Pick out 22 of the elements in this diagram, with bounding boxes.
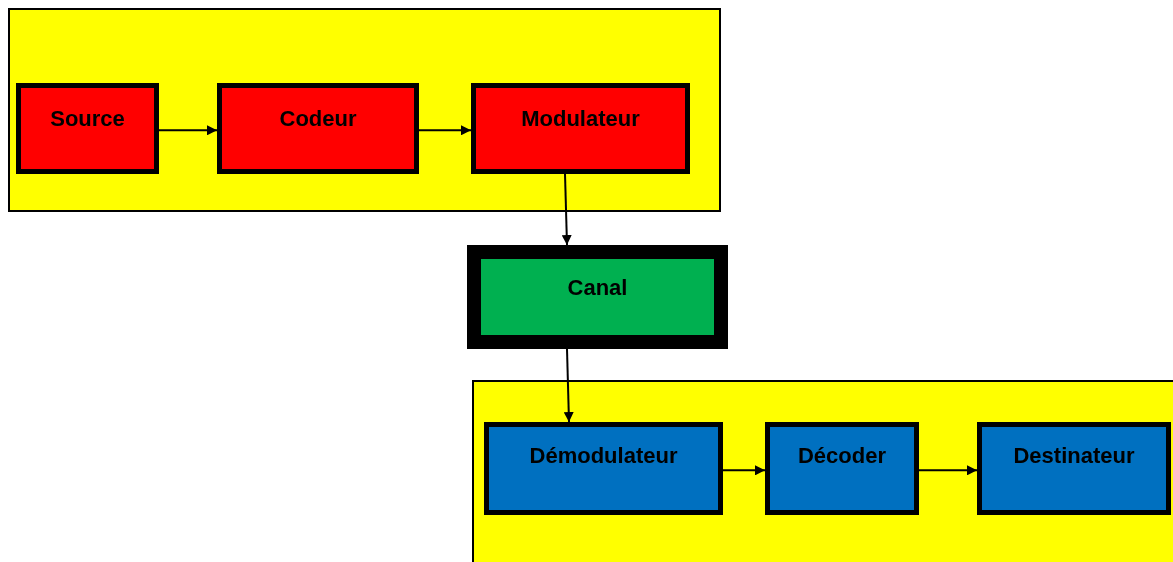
process-box [16,83,159,174]
process-box [471,83,690,174]
process-box [217,83,419,174]
process-box [484,422,723,515]
node-label: Destinateur [1012,443,1136,469]
arrow [418,125,472,136]
process-box [467,245,728,349]
process-box [977,422,1171,515]
container-panel [472,380,1173,562]
container-panel [8,8,721,212]
node-label: Codeur [278,106,358,132]
arrow [918,465,978,476]
arrow [561,173,572,246]
node-label: Modulateur [520,106,641,132]
arrow [158,125,218,136]
node-label: Démodulateur [528,443,679,469]
arrow [722,465,766,476]
arrow [563,348,574,423]
node-label: Canal [566,275,629,301]
node-label: Décoder [796,443,887,469]
process-box [765,422,919,515]
node-label: Source [49,106,126,132]
